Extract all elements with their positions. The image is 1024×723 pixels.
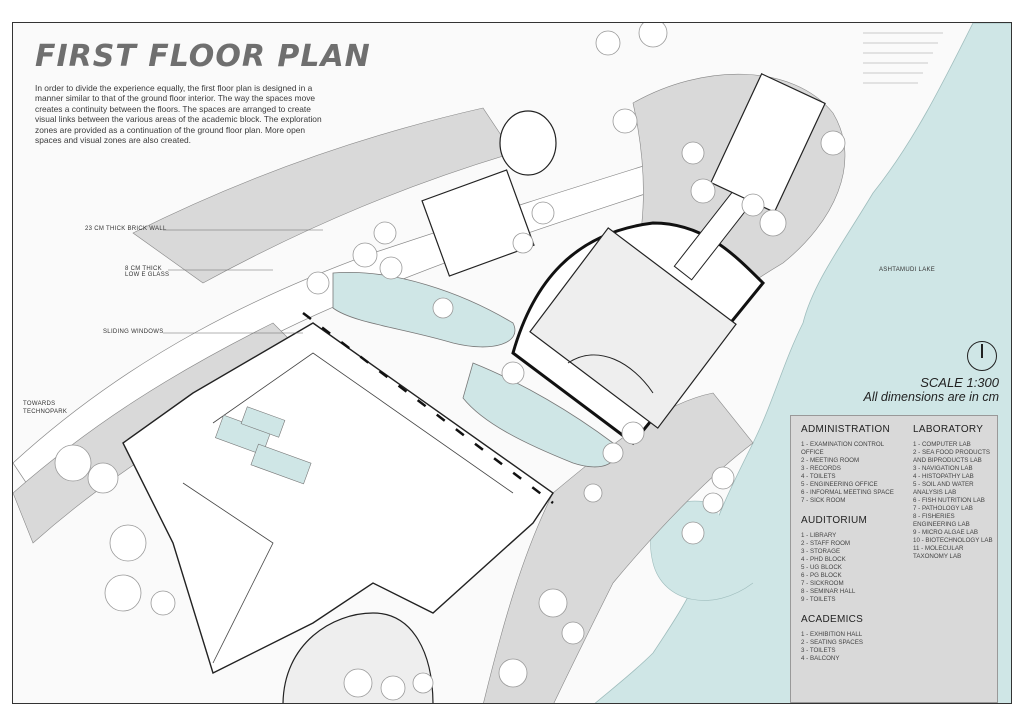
legend-item: 6 - Fish nutrition lab — [913, 497, 985, 504]
glazing-line — [302, 312, 554, 504]
legend-item: 4 - Toilets — [801, 473, 836, 480]
legend-item: 8 - Seminar hall — [801, 588, 856, 595]
label-towards: towards — [23, 401, 56, 407]
legend-item: 10 - Biotechnology lab — [913, 537, 993, 544]
legend-column-left: ADMINISTRATION 1 - Examination control o… — [801, 424, 903, 673]
legend-item: 4 - Balcony — [801, 655, 840, 662]
legend-heading-administration: ADMINISTRATION — [801, 424, 891, 435]
legend-heading-auditorium: AUDITORIUM — [801, 515, 868, 526]
legend-heading-academics: ACADEMICS — [801, 614, 864, 625]
legend-item: 2 - Meeting room — [801, 457, 860, 464]
legend-item: 7 - Pathology lab — [913, 505, 973, 512]
legend-list-academics: 1 - Exhibition hall2 - Seating spaces3 -… — [801, 631, 903, 663]
legend-panel: ADMINISTRATION 1 - Examination control o… — [790, 415, 998, 703]
legend-item: 2 - Sea food products and biproducts lab — [913, 449, 991, 464]
legend-item: 5 - Soil and water analysis lab — [913, 481, 974, 496]
legend-item: 6 - PG block — [801, 572, 842, 579]
legend-item: 8 - Fisheries engineering lab — [913, 513, 970, 528]
scale-units-note: All dimensions are in cm — [863, 390, 999, 404]
legend-item: 1 - Computer lab — [913, 441, 971, 448]
legend-item: 7 - Sickroom — [801, 580, 844, 587]
jetty-hatch — [863, 32, 943, 84]
trees — [54, 23, 846, 701]
courtyard-pool-3 — [240, 406, 286, 438]
legend-item: 5 - UG block — [801, 564, 842, 571]
legend-item: 7 - Sick room — [801, 497, 846, 504]
legend-item: 3 - Toilets — [801, 647, 836, 654]
label-glass: 8 cm thick low e glass — [125, 266, 170, 278]
legend-item: 4 - Histopathy lab — [913, 473, 974, 480]
leader-lines — [163, 229, 323, 334]
legend-item: 3 - Navigation lab — [913, 465, 973, 472]
legend-list-administration: 1 - Examination control office2 - Meetin… — [801, 441, 903, 505]
legend-item: 9 - Toilets — [801, 596, 836, 603]
courtyard-pool-2 — [250, 443, 312, 485]
legend-list-laboratory: 1 - Computer lab2 - Sea food products an… — [913, 441, 995, 561]
legend-list-auditorium: 1 - Library2 - Staff room3 - Storage4 - … — [801, 532, 903, 604]
legend-item: 4 - PhD block — [801, 556, 846, 563]
legend-item: 11 - Molecular taxonomy lab — [913, 545, 964, 560]
academic-wing-south — [182, 482, 274, 664]
label-lake: ashtamudi lake — [879, 267, 936, 273]
legend-item: 3 - Records — [801, 465, 841, 472]
legend-item: 9 - Micro algae lab — [913, 529, 978, 536]
legend-item: 1 - Examination control office — [801, 441, 884, 456]
legend-item: 2 - Staff room — [801, 540, 851, 547]
legend-heading-laboratory: LABORATORY — [913, 424, 984, 435]
auditorium-stage — [567, 354, 654, 394]
label-technopark: technopark — [23, 409, 68, 415]
auditorium-seating — [529, 227, 737, 429]
legend-item: 3 - Storage — [801, 548, 841, 555]
legend-column-right: LABORATORY 1 - Computer lab2 - Sea food … — [913, 424, 995, 571]
rotunda — [499, 110, 557, 176]
scale-note: SCALE 1:300 All dimensions are in cm — [864, 375, 999, 404]
pool-south — [462, 362, 616, 468]
laboratory-block — [710, 73, 826, 213]
pool-north — [332, 271, 516, 348]
label-brick-wall: 23 cm thick brick wall — [85, 226, 167, 232]
legend-item: 6 - Informal meeting space — [801, 489, 894, 496]
legend-item: 5 - Engineering office — [801, 481, 878, 488]
scale-ratio: SCALE 1:300 — [920, 375, 999, 390]
drawing-frame: FIRST FLOOR PLAN In order to divide the … — [12, 22, 1012, 704]
legend-item: 1 - Library — [801, 532, 837, 539]
page-title: FIRST FLOOR PLAN — [35, 39, 371, 74]
legend-item: 2 - Seating spaces — [801, 639, 864, 646]
administration-block — [421, 169, 535, 277]
intro-paragraph: In order to divide the experience equall… — [35, 83, 322, 146]
label-sliding-windows: sliding windows — [103, 329, 164, 335]
paved-zone-north — [132, 107, 514, 284]
legend-item: 1 - Exhibition hall — [801, 631, 863, 638]
north-arrow-icon — [967, 341, 997, 371]
academic-internal-corridor — [212, 352, 514, 494]
